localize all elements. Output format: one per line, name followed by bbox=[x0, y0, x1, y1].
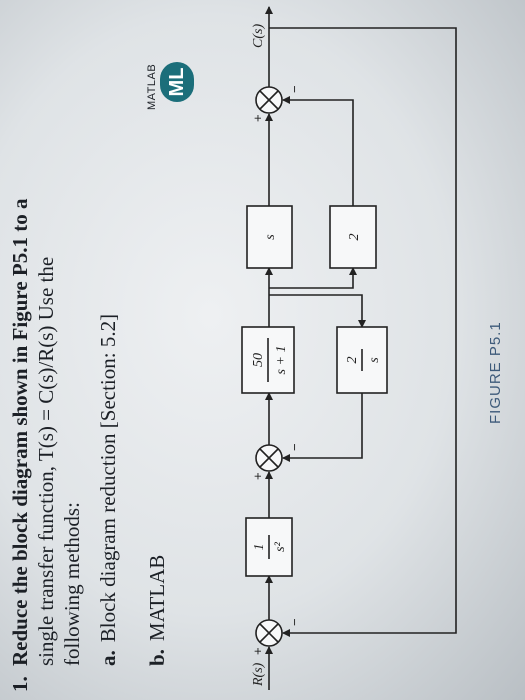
block5-label: 2 bbox=[347, 234, 362, 241]
block2-denominator: s + 1 bbox=[274, 346, 289, 375]
sum2-plus-sign: + bbox=[250, 472, 265, 480]
block5-to-sum3 bbox=[282, 96, 354, 206]
figure-caption: FIGURE P5.1 bbox=[487, 321, 504, 424]
block1-numerator: 1 bbox=[252, 544, 267, 551]
summing-junction-1 bbox=[255, 619, 283, 647]
sum1-plus-sign: + bbox=[250, 647, 265, 655]
wire-to-block5 bbox=[269, 267, 357, 289]
summing-junction-3 bbox=[255, 86, 283, 114]
block3-label: s bbox=[263, 234, 278, 240]
block4-feedback-to-sum2 bbox=[282, 393, 363, 462]
sum2-minus-sign: − bbox=[287, 443, 302, 451]
wire-to-block4 bbox=[269, 294, 366, 328]
block2-numerator: 50 bbox=[251, 353, 266, 367]
block4-numerator: 2 bbox=[345, 357, 360, 364]
block1-denominator: s² bbox=[273, 541, 288, 551]
summing-junction-2 bbox=[255, 444, 283, 472]
outer-feedback-path bbox=[269, 27, 457, 637]
sum3-minus-sign: − bbox=[287, 85, 302, 93]
sum3-plus-sign: + bbox=[250, 114, 265, 122]
block4-denominator: s bbox=[367, 357, 382, 363]
output-label: C(s) bbox=[251, 24, 266, 48]
sum1-minus-sign: − bbox=[287, 618, 302, 626]
input-label: R(s) bbox=[251, 662, 266, 687]
